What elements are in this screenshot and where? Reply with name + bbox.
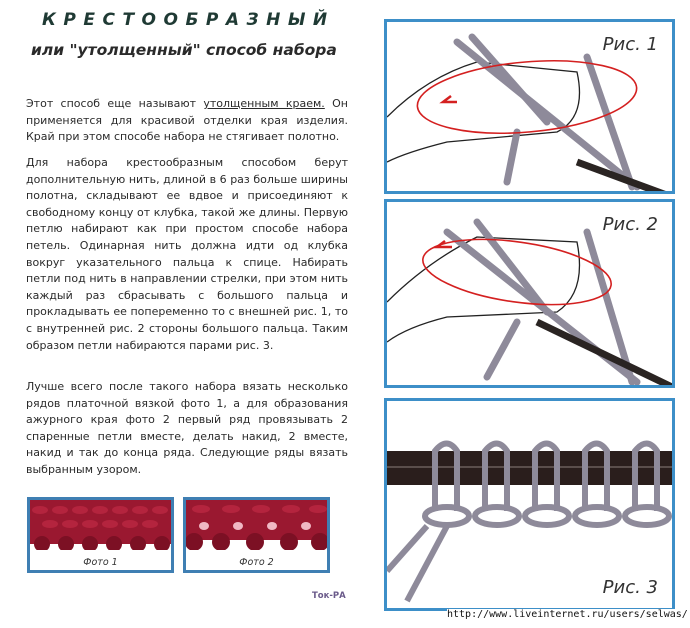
- photo-1-caption: Фото 1: [83, 557, 118, 568]
- paragraph-intro: Этот способ еще называют утолщенным крае…: [26, 96, 348, 146]
- figure-1-label: Рис. 1: [602, 34, 658, 55]
- photo-1: Фото 1: [27, 497, 174, 573]
- needle-loops-illustration: [387, 440, 672, 603]
- paragraph-tips: Лучше всего после такого набора вязать н…: [26, 380, 348, 476]
- watermark-url: http://www.liveinternet.ru/users/selwas/: [447, 609, 688, 620]
- hand-yarn-illustration-2: [387, 218, 672, 385]
- paragraph-method: Для набора крестообразным способом берут…: [26, 156, 348, 352]
- photo-2: Фото 2: [183, 497, 330, 573]
- credit: Ток-РА: [312, 591, 346, 601]
- garter-knit-image: [30, 500, 171, 550]
- figure-1: Рис. 1: [384, 19, 675, 194]
- intro-text: Этот способ еще называют: [26, 97, 204, 110]
- figure-2: Рис. 2: [384, 199, 675, 388]
- intro-text-rest: Он применяется для красивой отделки края…: [26, 97, 348, 144]
- intro-underlined-term: утолщенным краем.: [203, 97, 325, 110]
- photo-2-caption: Фото 2: [239, 557, 274, 568]
- figure-3: Рис. 3: [384, 398, 675, 611]
- openwork-knit-image: [186, 500, 327, 550]
- article-title: КРЕСТООБРАЗНЫЙ: [42, 10, 335, 30]
- hand-yarn-illustration-1: [387, 33, 666, 191]
- figure-2-label: Рис. 2: [602, 214, 658, 235]
- article-subtitle: или "утолщенный" способ набора: [31, 41, 337, 59]
- figure-3-label: Рис. 3: [602, 577, 658, 598]
